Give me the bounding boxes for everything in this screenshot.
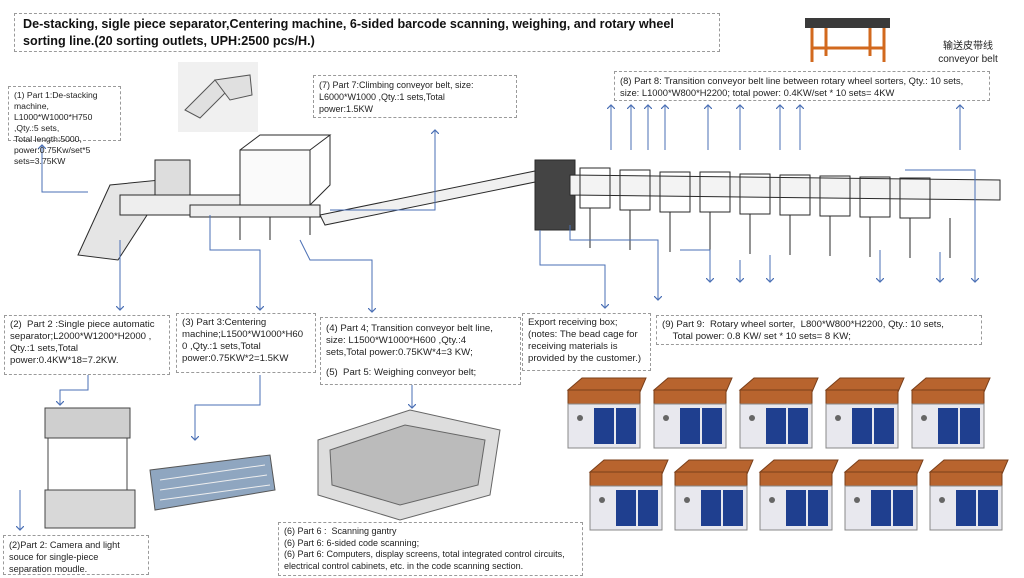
text-line: Total length:5000, — [14, 134, 82, 144]
rotary-wheel-sorter-cabinets — [566, 377, 1009, 531]
sorter-cabinet — [824, 377, 905, 449]
conveyor-belt-label-cn: 输送皮带线 — [943, 41, 993, 52]
part3-callout: (3) Part 3:Centering machine;L1500*W1000… — [176, 313, 316, 373]
part6-callout: (6) Part 6 : Scanning gantry (6) Part 6:… — [278, 522, 583, 576]
text-line: L1000*W1000*H750 ,Qty.:5 sets, — [14, 112, 95, 133]
text-line: electrical control cabinets, etc. in the… — [284, 560, 524, 571]
text-line: (3) Part 3:Centering — [182, 317, 267, 328]
text-line: (6) Part 6 : Scanning gantry — [284, 526, 397, 536]
sorter-cabinet — [928, 459, 1009, 531]
sorter-cabinet — [843, 459, 924, 531]
callout-arrows — [20, 105, 975, 530]
text-line: (6) Part 6: Computers, display screens, … — [284, 549, 565, 559]
text-line: (4) Part 4; Transition conveyor belt lin… — [326, 323, 493, 334]
part7-callout: (7) Part 7:Climbing conveyor belt, size:… — [313, 75, 517, 118]
destacking-machine-image — [178, 62, 258, 132]
sorter-cabinet — [566, 377, 647, 449]
sorter-modules — [579, 167, 951, 258]
export-receiving-box-callout: Export receiving box; (notes: The bead c… — [522, 313, 651, 371]
text-line: receiving materials is — [528, 341, 618, 352]
text-line: Total power: 0.8 KW/ set * 10 sets= 8 KW… — [662, 331, 851, 342]
text-line: (2) Part 2 :Single piece automatic — [10, 319, 155, 330]
conveyor-belt-label-en: conveyor belt — [938, 54, 998, 65]
sorter-cabinet — [758, 459, 839, 531]
text-line: Qty.:1 sets,Total — [10, 343, 79, 354]
part8-callout: (8) Part 8: Transition conveyor belt lin… — [614, 71, 990, 101]
text-line: souce for single-piece — [9, 552, 99, 562]
text-line: (notes: The bead cage for — [528, 329, 638, 340]
text-line: provided by the customer.) — [528, 353, 642, 364]
part5-text: (5) Part 5: Weighing conveyor belt; — [326, 367, 477, 378]
camera-module-image — [44, 407, 136, 529]
sorter-cabinet — [673, 459, 754, 531]
text-line: sets,Total power:0.75KW*4=3 KW; — [326, 347, 473, 358]
part2-camera-callout: (2)Part 2: Camera and light souce for si… — [3, 535, 149, 575]
page-title: De-stacking, sigle piece separator,Cente… — [14, 13, 720, 52]
text-line: size: L1000*W800*H2200; total power: 0.4… — [620, 87, 895, 98]
text-line: (7) Part 7:Climbing conveyor belt, size: — [319, 80, 474, 90]
text-line: machine;L1500*W1000*H60 — [182, 329, 304, 340]
part1-callout: (1) Part 1:De-stacking machine, L1000*W1… — [8, 86, 121, 166]
part2-callout: (2) Part 2 :Single piece automatic separ… — [4, 315, 170, 375]
sorter-cabinet — [738, 377, 819, 449]
text-line: L6000*W1000 ,Qty.:1 sets,Total — [319, 92, 445, 102]
text-line: separator;L2000*W1200*H2000 , — [10, 331, 152, 342]
text-line: (2)Part 2: Camera and light — [9, 540, 120, 550]
text-line: (6) Part 6: 6-sided code scanning; — [284, 537, 420, 548]
sorting-line-layout — [77, 134, 1001, 261]
text-line: Export receiving box; — [528, 317, 618, 328]
text-line: power:0.75KW*2=1.5KW — [182, 353, 289, 364]
text-line: power:0.75Kw/set*5 sets=3.75KW — [14, 145, 93, 166]
conveyor-belt-image — [805, 18, 890, 62]
centering-machine-image — [149, 454, 276, 511]
conveyor-belt-label: 输送皮带线 conveyor belt — [918, 40, 1018, 66]
text-line: separation moudle. — [9, 564, 88, 574]
text-line: 0 ,Qty.:1 sets,Total — [182, 341, 261, 352]
part9-callout: (9) Part 9: Rotary wheel sorter, L800*W8… — [656, 315, 982, 345]
text-line: (1) Part 1:De-stacking machine, — [14, 90, 100, 111]
text-line: power:1.5KW — [319, 104, 374, 114]
scanning-gantry-image — [317, 409, 501, 521]
text-line: size: L1500*W1000*H600 ,Qty.:4 — [326, 335, 467, 346]
text-line: (8) Part 8: Transition conveyor belt lin… — [620, 75, 964, 86]
part4-part5-callout: (4) Part 4; Transition conveyor belt lin… — [320, 317, 521, 385]
sorter-cabinet — [652, 377, 733, 449]
text-line: (9) Part 9: Rotary wheel sorter, L800*W8… — [662, 319, 944, 330]
sorter-cabinet — [588, 459, 669, 531]
sorter-cabinet — [910, 377, 991, 449]
text-line: power:0.4KW*18=7.2KW. — [10, 355, 119, 366]
